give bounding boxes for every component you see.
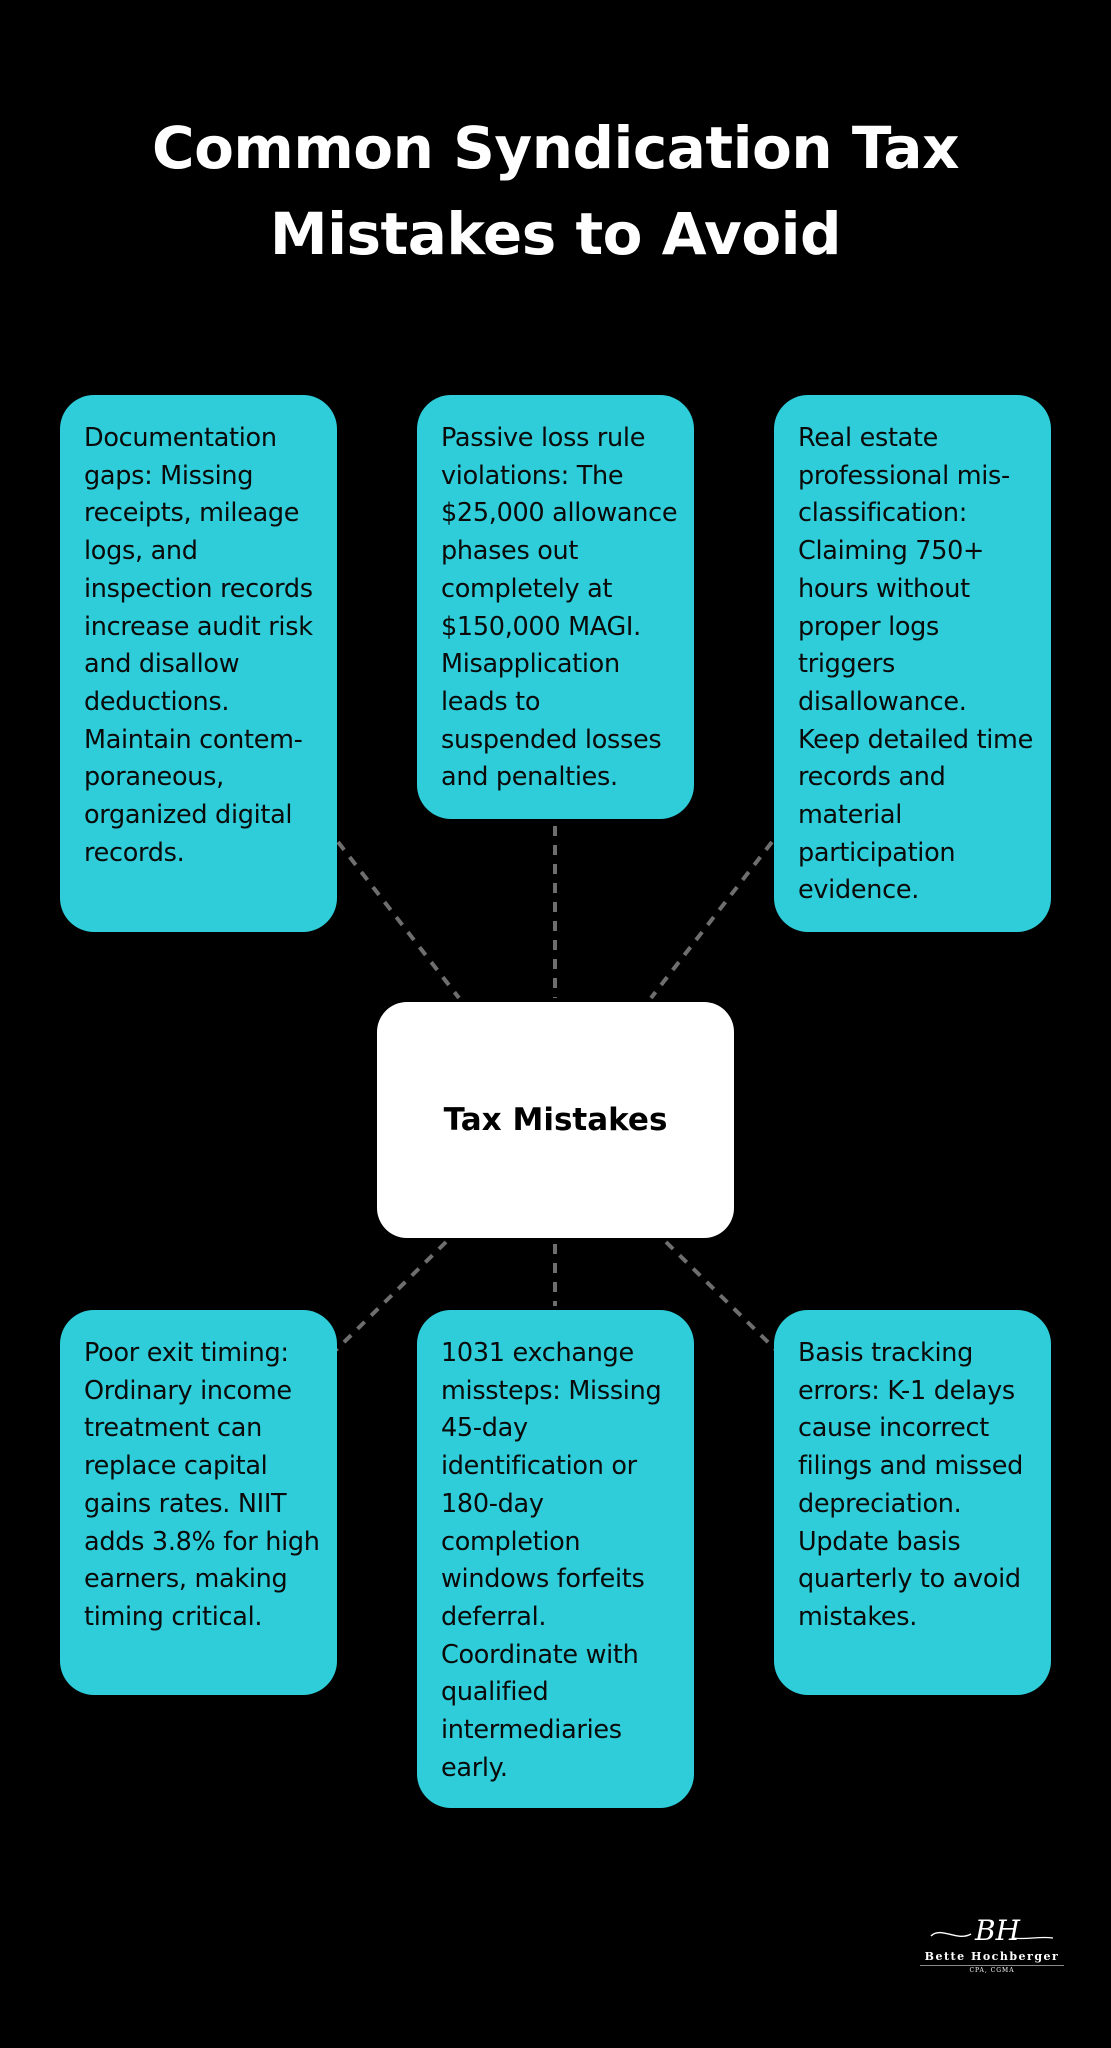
brand-name: Bette Hochberger [924, 1950, 1060, 1963]
card-text: 1031 exchange missteps: Missing 45-day i… [441, 1338, 662, 1783]
connector-bottom-left [334, 1240, 448, 1352]
center-node-label: Tax Mistakes [443, 1102, 668, 1138]
connector-top-right [649, 840, 774, 1000]
card-basis-tracking-errors: Basis tracking errors: K-1 delays cause … [774, 1310, 1051, 1695]
connector-top-left [336, 840, 461, 1000]
card-text: Basis tracking errors: K-1 delays cause … [798, 1338, 1024, 1632]
page-title: Common Syndication Tax Mistakes to Avoid [0, 105, 1111, 277]
signature-swash-icon: BH [930, 1914, 1054, 1947]
page-title-line-2: Mistakes to Avoid [269, 200, 842, 268]
card-1031-exchange-missteps: 1031 exchange missteps: Missing 45-day i… [417, 1310, 694, 1808]
card-text: Documentation gaps: Missing receipts, mi… [84, 423, 313, 868]
card-text: Real estate professional mis-classificat… [798, 423, 1033, 906]
connector-bottom-right [664, 1240, 778, 1352]
center-node-tax-mistakes: Tax Mistakes [377, 1002, 734, 1238]
card-poor-exit-timing: Poor exit timing: Ordinary income treatm… [60, 1310, 337, 1695]
card-text: Poor exit timing: Ordinary income treatm… [84, 1338, 320, 1632]
card-documentation-gaps: Documentation gaps: Missing receipts, mi… [60, 395, 337, 932]
brand-logo: BH Bette Hochberger CPA, CGMA [912, 1912, 1072, 1992]
brand-credentials: CPA, CGMA [920, 1965, 1064, 1974]
page-title-line-1: Common Syndication Tax [152, 114, 959, 182]
svg-text:BH: BH [974, 1914, 1021, 1947]
card-real-estate-professional-misclassification: Real estate professional mis-classificat… [774, 395, 1051, 932]
card-text: Passive loss rule violations: The $25,00… [441, 423, 678, 793]
card-passive-loss-violations: Passive loss rule violations: The $25,00… [417, 395, 694, 819]
signature-logo-icon: BH [912, 1912, 1072, 1948]
